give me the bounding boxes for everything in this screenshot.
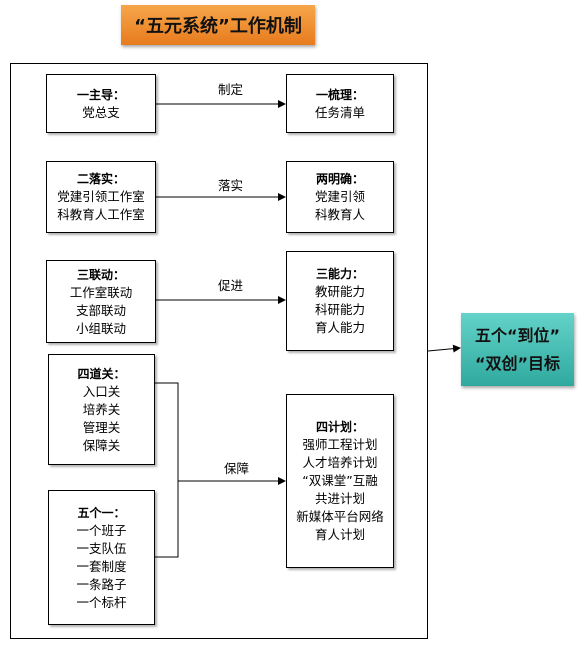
box-line: 党建引领工作室 (57, 189, 145, 204)
box-four-gates: 四道关： 入口关 培养关 管理关 保障关 (48, 354, 155, 465)
box-line: 教研能力 (314, 284, 365, 299)
box-line: 入口关 (82, 383, 121, 399)
diagram-title: “五元系统”工作机制 (121, 5, 315, 45)
goal-line-1: 五个“到位” (474, 325, 561, 345)
box-line: 一个标杆 (76, 594, 127, 610)
box-line: 一支队伍 (76, 540, 127, 556)
label-formulate: 制定 (218, 82, 244, 97)
box-line: 小组联动 (75, 320, 126, 336)
mechanism-frame (10, 63, 428, 639)
label-implement: 落实 (218, 178, 244, 193)
box-line: 党建引领 (314, 189, 365, 204)
box-line: 育人能力 (314, 320, 365, 335)
label-promote: 促进 (218, 278, 244, 293)
box-heading: 两明确： (315, 172, 364, 186)
box-line: 管理关 (82, 419, 121, 435)
box-heading: 二落实： (76, 172, 125, 186)
box-implementation: 二落实： 党建引领工作室 科教育人工作室 (46, 161, 156, 233)
box-five-ones: 五个一： 一个班子 一支队伍 一套制度 一条路子 一个标杆 (48, 490, 155, 625)
arrow-to-goal (427, 344, 461, 353)
label-guarantee: 保障 (224, 461, 250, 476)
box-line: 一条路子 (76, 576, 127, 592)
box-line: 育人计划 (314, 527, 365, 542)
box-line: 科教育人工作室 (57, 207, 145, 222)
box-line: 培养关 (82, 401, 121, 417)
box-heading: 五个一： (77, 505, 126, 520)
box-line: “双课堂”互融 (302, 473, 378, 488)
box-abilities: 三能力： 教研能力 科研能力 育人能力 (286, 251, 394, 351)
box-linkage: 三联动： 工作室联动 支部联动 小组联动 (46, 260, 156, 343)
box-line: 工作室联动 (69, 284, 133, 300)
box-sorting: 一梳理： 任务清单 (286, 74, 394, 133)
box-heading: 四道关： (77, 366, 126, 381)
box-heading: 一梳理： (315, 87, 364, 102)
goal-box: 五个“到位” “双创”目标 (461, 313, 574, 386)
box-line: 科教育人 (314, 207, 365, 222)
box-heading: 一主导： (76, 87, 125, 102)
box-heading: 三联动： (76, 267, 125, 282)
box-line: 支部联动 (75, 302, 126, 318)
box-heading: 四计划： (315, 420, 364, 434)
goal-line-2: “双创”目标 (474, 353, 561, 373)
box-line: 共进计划 (314, 491, 365, 506)
box-line: 一套制度 (76, 558, 127, 574)
box-line: 党总支 (82, 104, 120, 120)
box-line: 一个班子 (76, 522, 127, 538)
box-four-plans: 四计划： 强师工程计划 人才培养计划 “双课堂”互融 共进计划 新媒体平台网络 … (286, 394, 394, 568)
box-clarification: 两明确： 党建引领 科教育人 (286, 161, 394, 233)
box-line: 保障关 (82, 437, 121, 453)
box-heading: 三能力： (315, 267, 364, 281)
box-line: 新媒体平台网络 (296, 509, 384, 524)
box-line: 强师工程计划 (302, 437, 378, 452)
box-line: 人才培养计划 (302, 455, 378, 470)
box-leading: 一主导： 党总支 (46, 74, 156, 133)
box-line: 科研能力 (314, 302, 365, 317)
bracket-connector (155, 382, 179, 558)
box-line: 任务清单 (314, 104, 365, 120)
